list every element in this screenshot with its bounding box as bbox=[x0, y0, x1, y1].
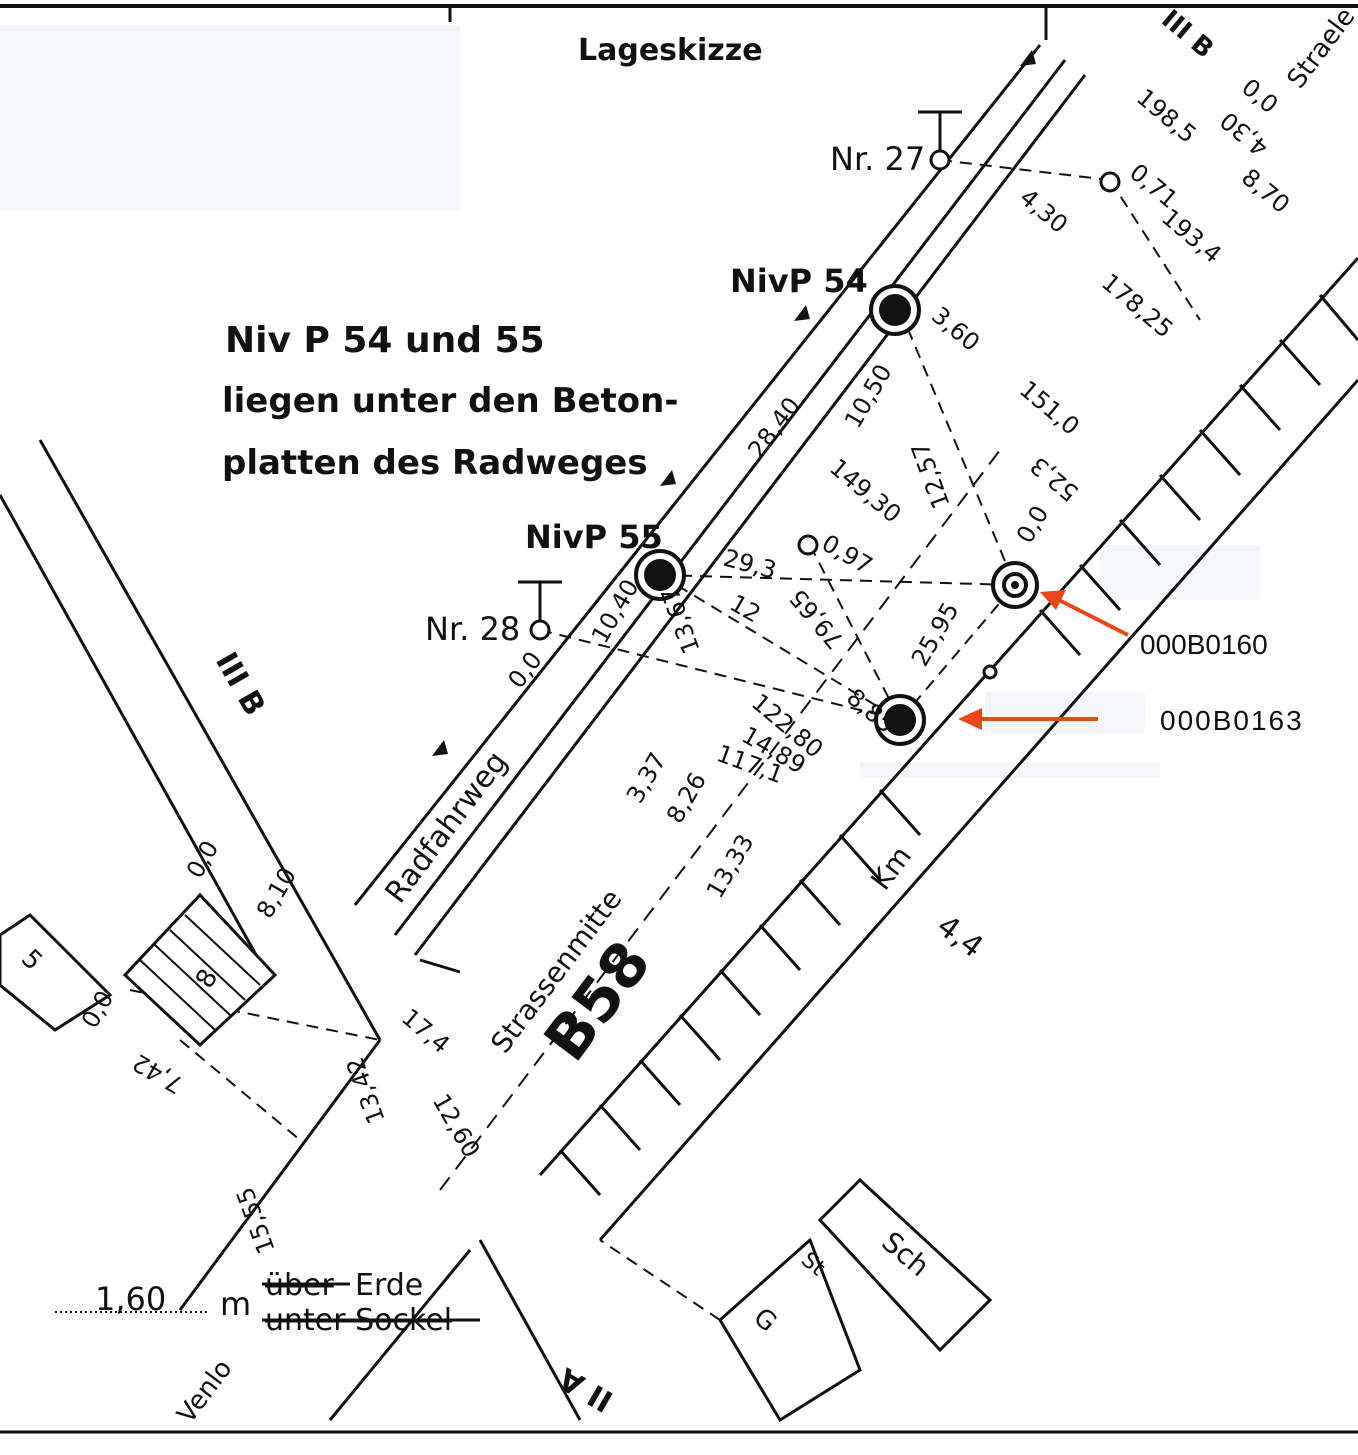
measure: 10,40 bbox=[586, 574, 645, 648]
measure: 0,0 bbox=[1236, 73, 1283, 119]
label-nr27: Nr. 27 bbox=[830, 140, 925, 178]
measure: 52,3 bbox=[1025, 451, 1084, 507]
label-nivp55: NivP 55 bbox=[525, 518, 663, 556]
height-value: 1,60 bbox=[95, 1280, 166, 1318]
measure: 79,65 bbox=[784, 584, 850, 655]
callout-label-000b0163: 000B0163 bbox=[1160, 705, 1304, 736]
label-venlo: Venlo bbox=[172, 1354, 239, 1429]
measure: 8,70 bbox=[1236, 163, 1295, 219]
measure: 198,5 bbox=[1131, 83, 1202, 149]
measure: 7,42 bbox=[128, 1048, 188, 1099]
street-lines bbox=[0, 44, 1358, 1421]
measurements: 198,5 0,71 193,4 4,30 178,25 3,60 151,0 … bbox=[76, 73, 1295, 1257]
note-line-1: Niv P 54 und 55 bbox=[225, 320, 545, 361]
measure: 149,30 bbox=[824, 453, 906, 528]
measure: 8,10 bbox=[251, 863, 302, 923]
label-nr28: Nr. 28 bbox=[425, 610, 520, 648]
measure: 17,4 bbox=[396, 1003, 455, 1059]
measure: 12,57 bbox=[906, 438, 956, 512]
frame bbox=[0, 4, 1358, 1434]
measure: 15,55 bbox=[231, 1183, 281, 1257]
redacted-area-right-1 bbox=[1100, 545, 1260, 600]
callout-label-000b0160: 000B0160 bbox=[1140, 629, 1268, 660]
measure: 151,0 bbox=[1014, 375, 1085, 441]
measure: 3,60 bbox=[926, 301, 985, 357]
measure: 0,0 bbox=[181, 836, 224, 883]
redacted-area-top-left bbox=[0, 25, 460, 211]
sketch-title: Lageskizze bbox=[578, 33, 763, 68]
measure: 29,3 bbox=[720, 544, 779, 585]
survey-points bbox=[432, 50, 1121, 756]
label-radfahrweg: Radfahrweg bbox=[378, 745, 514, 910]
measure: 13,67 bbox=[656, 583, 706, 657]
measure: 3,37 bbox=[621, 748, 672, 808]
height-unit: m bbox=[220, 1285, 251, 1323]
note-line-3: platten des Radweges bbox=[222, 443, 648, 483]
measure: 13,42 bbox=[341, 1053, 391, 1127]
label-zone-iia: II A bbox=[552, 1360, 619, 1419]
label-nivp54: NivP 54 bbox=[730, 262, 868, 300]
measure: 10,50 bbox=[839, 359, 898, 433]
label-km-value: 4,4 bbox=[930, 908, 989, 965]
nr28-marker bbox=[529, 619, 551, 641]
buildings bbox=[0, 892, 993, 1423]
measure: 0,97 bbox=[817, 529, 877, 580]
label-straelen: Straele bbox=[1282, 2, 1358, 94]
measure: 12,60 bbox=[427, 1089, 486, 1163]
label-zone-iib-left: III B bbox=[208, 647, 272, 722]
redacted-area-right-3 bbox=[860, 762, 1160, 778]
measure: 12 bbox=[725, 589, 765, 629]
measure: 0,0 bbox=[1011, 501, 1054, 548]
label-zone-iib-top: III B bbox=[1156, 4, 1220, 64]
height-earth: Erde bbox=[355, 1268, 423, 1303]
callout-arrows bbox=[958, 590, 1129, 730]
nr27-marker bbox=[929, 149, 951, 171]
measure: 178,25 bbox=[1096, 268, 1178, 343]
measure: 193,4 bbox=[1156, 203, 1227, 269]
measure: 4,30 bbox=[1014, 183, 1073, 239]
note-line-2: liegen unter den Beton- bbox=[222, 381, 678, 421]
measure: 25,95 bbox=[906, 597, 965, 671]
measure: 8,26 bbox=[661, 768, 712, 828]
measure: 13,33 bbox=[701, 829, 760, 903]
measure: 0,0 bbox=[502, 646, 547, 693]
